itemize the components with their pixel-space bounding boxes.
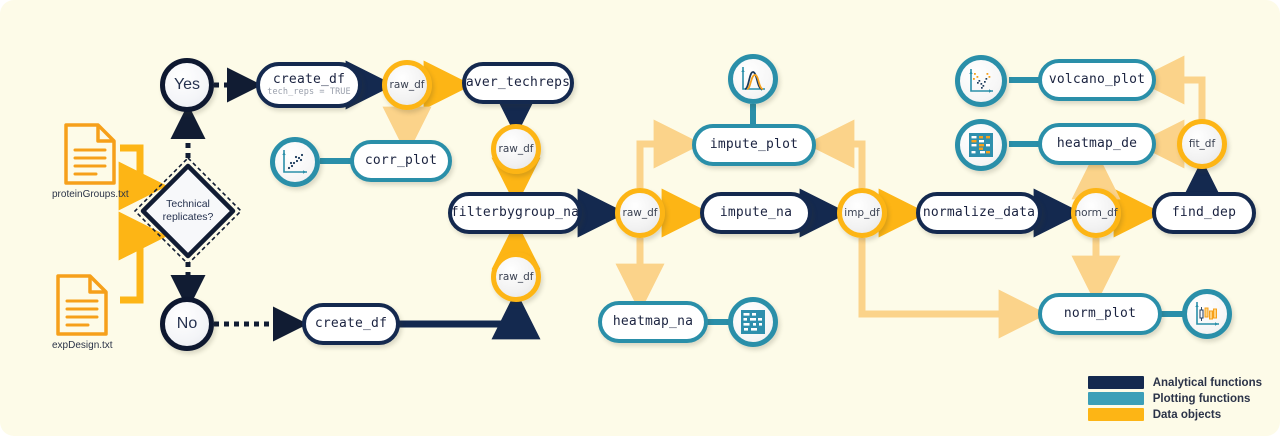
function-label: norm_plot	[1063, 306, 1137, 322]
legend-swatch	[1087, 392, 1144, 405]
function-heatmap-de[interactable]: heatmap_de	[1038, 123, 1156, 165]
decision-technical-replicates[interactable]: Technical replicates?	[132, 155, 244, 267]
function-normalize-data[interactable]: normalize_data	[916, 192, 1042, 234]
data-object-raw-df-1[interactable]: raw_df	[382, 60, 432, 110]
function-heatmap-na[interactable]: heatmap_na	[598, 301, 708, 343]
function-label: impute_plot	[709, 137, 799, 153]
data-object-label: fit_df	[1188, 138, 1216, 150]
function-label: volcano_plot	[1048, 72, 1146, 88]
boxplot-icon	[1195, 302, 1219, 326]
data-object-label: norm_df	[1074, 207, 1118, 219]
scatter-plot-icon	[282, 150, 307, 174]
function-aver-techreps[interactable]: aver_techreps	[462, 62, 574, 104]
function-label: find_dep	[1171, 205, 1237, 221]
density-curve-icon	[741, 67, 765, 91]
function-label: impute_na	[719, 205, 793, 221]
icon-corr-plot	[270, 137, 320, 187]
function-create-df-techreps[interactable]: create_df tech_reps = TRUE	[256, 62, 362, 108]
legend-item-plotting: Plotting functions	[1087, 392, 1262, 405]
function-find-dep[interactable]: find_dep	[1152, 192, 1256, 234]
branch-yes[interactable]: Yes	[160, 58, 214, 112]
data-object-label: raw_df	[389, 79, 425, 91]
function-corr-plot[interactable]: corr_plot	[350, 140, 452, 182]
branch-no-label: No	[176, 315, 198, 332]
data-object-raw-df-4[interactable]: raw_df	[491, 252, 541, 302]
function-sublabel: tech_reps = TRUE	[267, 87, 351, 98]
legend-swatch	[1087, 376, 1144, 389]
function-filterbygroup-na[interactable]: filterbygroup_na	[448, 192, 582, 234]
function-label: corr_plot	[364, 153, 438, 169]
function-create-df[interactable]: create_df	[302, 303, 400, 345]
data-object-raw-df-2[interactable]: raw_df	[491, 124, 541, 174]
file-icon	[64, 123, 117, 185]
function-impute-plot[interactable]: impute_plot	[692, 124, 816, 166]
branch-yes-label: Yes	[173, 76, 201, 93]
function-label: aver_techreps	[465, 75, 571, 91]
legend: Analytical functions Plotting functions …	[1087, 376, 1262, 424]
data-object-label: imp_df	[844, 207, 880, 219]
legend-label: Data objects	[1152, 408, 1222, 421]
function-volcano-plot[interactable]: volcano_plot	[1038, 59, 1156, 101]
input-file-proteingroups[interactable]: proteinGroups.txt	[52, 122, 129, 200]
legend-item-analytical: Analytical functions	[1087, 376, 1262, 389]
data-object-fit-df[interactable]: fit_df	[1177, 119, 1227, 169]
icon-norm-plot	[1182, 289, 1232, 339]
data-object-norm-df[interactable]: norm_df	[1071, 188, 1121, 238]
icon-heatmap-de	[955, 119, 1007, 171]
diamond-shape	[133, 156, 243, 266]
input-file-expdesign[interactable]: expDesign.txt	[52, 273, 113, 351]
function-label: normalize_data	[922, 205, 1036, 221]
icon-heatmap-na	[728, 297, 778, 347]
data-object-label: raw_df	[622, 207, 658, 219]
icon-impute-plot	[728, 54, 778, 104]
heatmap-icon	[741, 310, 765, 334]
icon-volcano-plot	[955, 55, 1007, 107]
function-label: create_df	[314, 316, 388, 332]
legend-swatch	[1087, 408, 1144, 421]
heatmap-de-icon	[969, 133, 993, 157]
input-file-label: expDesign.txt	[52, 340, 113, 351]
function-label: heatmap_na	[612, 314, 694, 330]
function-label: create_df	[272, 71, 346, 87]
legend-item-data-objects: Data objects	[1087, 408, 1262, 421]
function-norm-plot[interactable]: norm_plot	[1038, 293, 1162, 335]
data-object-imp-df[interactable]: imp_df	[837, 188, 887, 238]
data-object-label: raw_df	[498, 271, 534, 283]
branch-no[interactable]: No	[160, 297, 214, 351]
data-object-label: raw_df	[498, 143, 534, 155]
data-object-raw-df-3[interactable]: raw_df	[615, 188, 665, 238]
volcano-plot-icon	[969, 69, 993, 93]
function-impute-na[interactable]: impute_na	[700, 192, 812, 234]
input-file-label: proteinGroups.txt	[52, 189, 129, 200]
function-label: heatmap_de	[1056, 136, 1138, 152]
legend-label: Analytical functions	[1152, 376, 1262, 389]
legend-label: Plotting functions	[1152, 392, 1251, 405]
file-icon	[56, 274, 109, 336]
function-label: filterbygroup_na	[450, 205, 580, 221]
